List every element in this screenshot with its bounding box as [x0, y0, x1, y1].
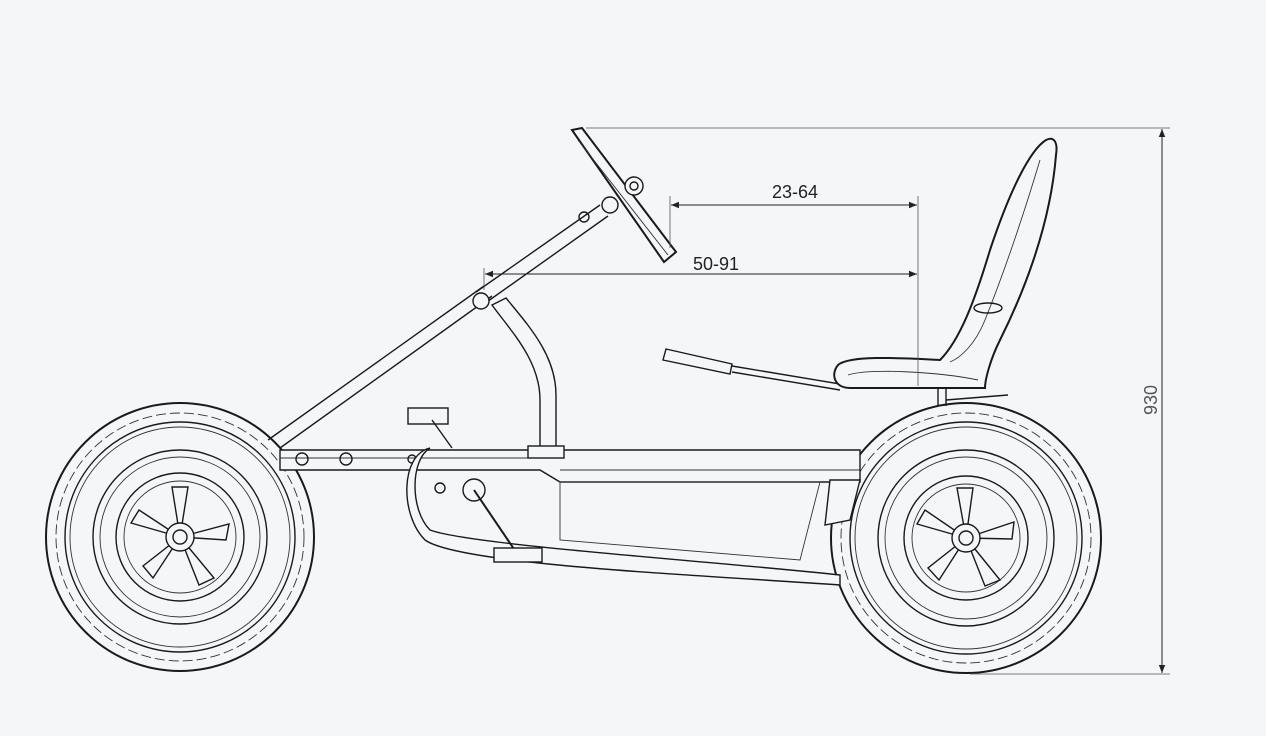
steering-wheel [570, 126, 678, 264]
left-wheel-spokes [129, 486, 230, 586]
right-wheel-spokes [915, 487, 1015, 587]
right-wheel [830, 402, 1102, 674]
handbrake-lever [662, 348, 841, 391]
steering-column [472, 204, 609, 459]
dim-label-pedal-seat: 50-91 [693, 254, 739, 274]
dim-label-steering-seat: 23-64 [772, 182, 818, 202]
left-wheel [45, 402, 315, 672]
frame [267, 285, 861, 586]
pedal-assembly [407, 407, 543, 563]
dimension-lines: 23-64 50-91 930 [483, 127, 1170, 675]
dim-label-height: 930 [1141, 385, 1161, 415]
seat [833, 137, 1058, 406]
